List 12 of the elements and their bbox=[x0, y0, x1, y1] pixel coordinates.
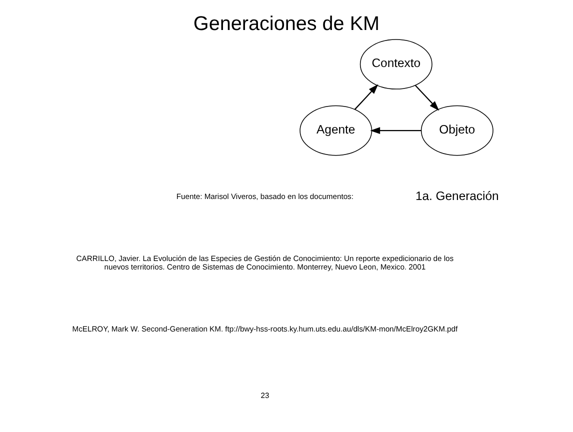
label: McELROY, Mark W. Second-Generation KM. ftp://bwy-hss-roots.ky.hum.uts.edu.au/dls/KM-mon/McElroy2GKM.pdf bbox=[72, 324, 458, 334]
node-ellipse: Objeto bbox=[420, 105, 494, 156]
arrow bbox=[415, 85, 440, 111]
diagram-title: Generaciones de KM bbox=[193, 13, 380, 36]
label: CARRILLO, Javier. La Evolución de las Especies de Gestión de Conocimiento: Un reporte expedicionario de los nuevos territorios. Centro de Sistemas de Conocimiento. Monterrey, Nuevo Leon, Mexico. 2001 bbox=[76, 254, 454, 272]
arrow bbox=[354, 84, 378, 110]
node-ellipse: Contexto bbox=[360, 39, 432, 90]
label: 23 bbox=[260, 390, 270, 400]
label: Fuente: Marisol Viveros, basado en los documentos: bbox=[176, 192, 354, 201]
node-ellipse: Agente bbox=[300, 105, 372, 156]
arrow bbox=[370, 127, 422, 134]
node-label: 1a. Generación bbox=[415, 188, 499, 203]
